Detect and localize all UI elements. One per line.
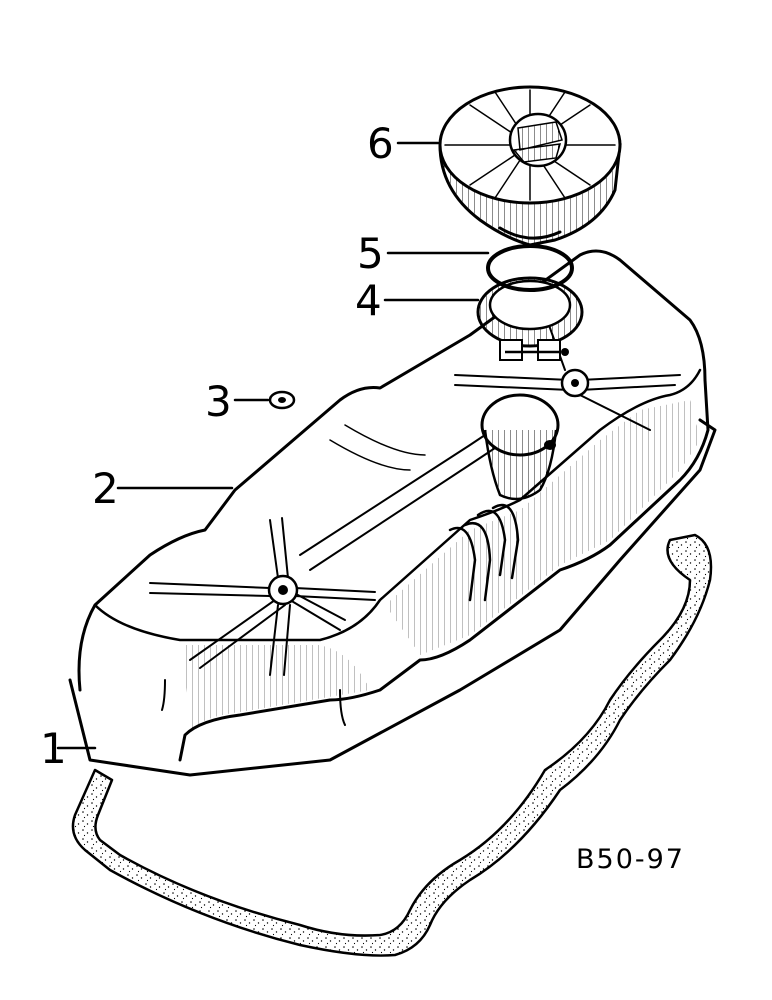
leader-lines — [56, 141, 490, 750]
gasket-part — [71, 533, 713, 957]
callout-label-filler-cap: 6 — [367, 119, 394, 168]
callout-label-clamp-ring: 4 — [355, 276, 382, 325]
callout-label-washer: 3 — [205, 377, 232, 426]
callout-label-rocker-cover: 2 — [92, 464, 119, 513]
clamp-ring-part — [476, 276, 584, 361]
washer-part — [268, 390, 296, 410]
callout-label-gasket: 1 — [40, 724, 67, 773]
filler-cap-part — [438, 85, 622, 247]
callout-label-o-ring: 5 — [357, 229, 384, 278]
figure-code: B50-97 — [576, 844, 685, 875]
rocker-cover-part — [68, 249, 717, 777]
